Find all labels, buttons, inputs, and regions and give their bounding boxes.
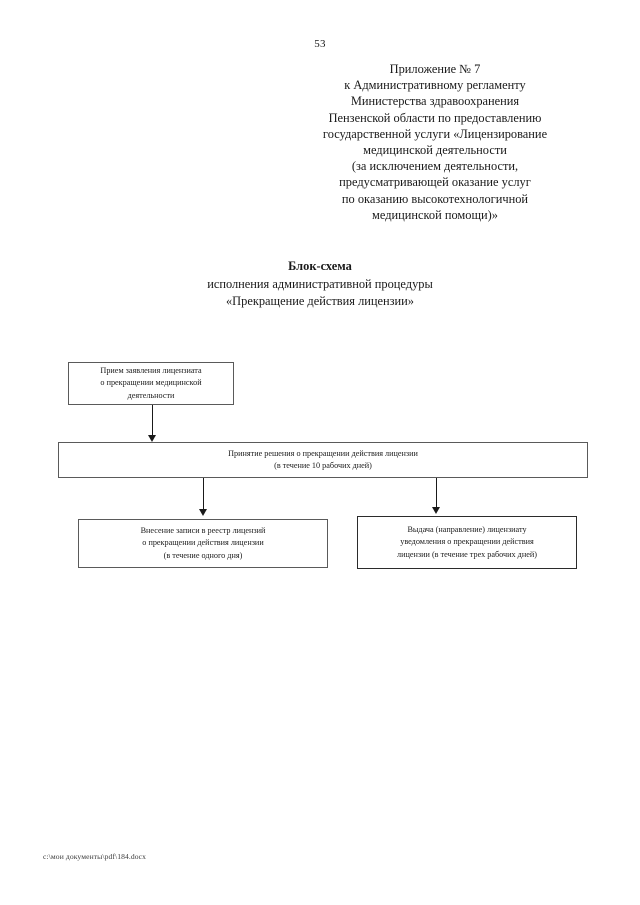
flow-node-decision: Принятие решения о прекращении действия … [58,442,588,478]
flow-node-notify-line: лицензии (в течение трех рабочих дней) [397,549,537,559]
appendix-header-line: (за исключением деятельности, [351,159,519,174]
footer-file-path: c:\мои документы\pdf\184.docx [43,852,147,861]
flow-node-decision-line: Принятие решения о прекращении действия … [228,448,418,458]
arrow-head-icon [148,435,156,442]
flow-node-registry-line: Внесение записи в реестр лицензий [140,526,266,536]
flow-node-notify: Выдача (направление) лицензиату уведомле… [357,516,577,569]
arrow-stem [152,405,153,436]
appendix-header-line: Приложение № 7 [389,62,481,76]
arrow-stem [436,478,437,508]
flow-node-registry: Внесение записи в реестр лицензий о прек… [78,519,328,568]
title-subline-1: исполнения административной процедуры [207,276,433,291]
appendix-header-line: государственной услуги «Лицензирование [322,126,548,141]
flow-node-intake-line: деятельности [127,390,175,400]
document-title: Блок-схема исполнения административной п… [95,258,545,311]
arrow-stem [203,478,204,510]
flow-node-notify-line: уведомления о прекращении действия [400,537,534,547]
flow-node-notify-line: Выдача (направление) лицензиату [407,525,527,535]
appendix-header-line: Пензенской области по предоставлению [328,110,542,125]
appendix-header-line: медицинской помощи)» [372,207,498,222]
arrow-head-icon [432,507,440,514]
appendix-header-line: медицинской деятельности [363,143,507,158]
flow-node-decision-line: (в течение 10 рабочих дней) [274,461,372,470]
page-number: 53 [314,38,326,50]
appendix-header-line: предусматривающей оказание услуг [339,175,531,190]
appendix-header-line: к Административному регламенту [344,78,526,93]
appendix-header: Приложение № 7 к Административному регла… [280,61,590,223]
flow-node-intake-line: о прекращении медицинской [100,378,202,388]
flow-node-registry-line: о прекращении действия лицензии [142,538,264,548]
arrow-head-icon [199,509,207,516]
flow-node-registry-line: (в течение одного дня) [163,550,243,560]
title-subline-2: «Прекращение действия лицензии» [225,294,414,308]
appendix-header-line: по оказанию высокотехнологичной [341,191,529,206]
flow-node-intake-line: Прием заявления лицензиата [100,366,202,376]
flow-node-intake: Прием заявления лицензиата о прекращении… [68,362,234,405]
appendix-header-line: Министерства здравоохранения [350,94,520,109]
title-main: Блок-схема [288,259,352,273]
